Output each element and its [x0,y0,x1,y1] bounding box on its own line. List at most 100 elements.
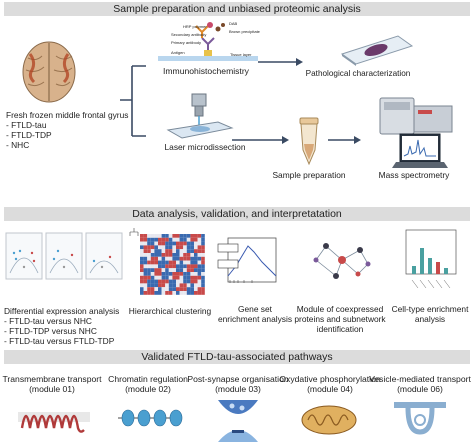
heatmap-cell [147,245,151,250]
heatmap-cell [165,249,169,253]
mass-spectrometer-icon [379,97,453,168]
heatmap-cell [150,279,155,284]
sample-tube-icon [299,117,319,166]
heatmap-cell [140,253,144,257]
chromatin-icon [118,409,183,427]
heatmap-cell [140,268,144,272]
heatmap-cell [194,241,198,246]
heatmap-cell [143,234,148,238]
heatmap-cell [201,275,205,280]
heatmap-cell [161,256,166,261]
pathway-5-name: Vesicle-mediated transport [369,374,471,384]
heatmap-cell [172,291,176,295]
heatmap-cell [165,241,169,246]
module-line-1: Module of coexpressed [296,304,384,314]
heatmap-cell [172,264,176,269]
heatmap-cell [172,241,176,246]
heatmap-cell [186,234,191,238]
heatmap-cell [194,283,198,288]
heatmap-cell [158,272,162,276]
heatmap-cell [161,260,166,265]
heatmap-cell [158,264,162,269]
heatmap-cell [186,291,191,295]
heatmap-cell [150,291,155,295]
heatmap-cell [194,275,198,280]
heatmap-cell [154,260,158,265]
heatmap-cell [172,237,176,242]
heatmap-cell [168,253,173,257]
heatmap-cell [190,287,194,291]
sample-item-ftld-tau: - FTLD-tau [6,120,47,130]
heatmap-cell [168,241,173,246]
ihc-label-brown: Brown precipitate [229,29,260,34]
heatmap-cell [168,237,173,242]
heatmap-cell [150,287,155,291]
heatmap-cell [168,279,173,284]
heatmap-cell [154,268,158,272]
dea-item-tdp-nhc: - FTLD-TDP versus NHC [4,326,97,336]
heatmap-cell [161,264,166,269]
heatmap-cell [183,241,187,246]
heatmap-cell [161,287,166,291]
heatmap-cell [186,275,191,280]
heatmap-cell [154,245,158,250]
heatmap-cell [186,283,191,288]
heatmap-cell [150,268,155,272]
heatmap-cell [150,237,155,242]
heatmap-cell [183,260,187,265]
heatmap-cell [201,287,205,291]
heatmap-cell [158,249,162,253]
heatmap-cell [190,249,194,253]
heatmap-cell [176,245,180,250]
heatmap-cell [197,234,202,238]
heatmap-cell [179,264,184,269]
heatmap-cell [172,256,176,261]
heatmap-cell [176,287,180,291]
heatmap-cell [158,241,162,246]
heatmap-cell [161,275,166,280]
heatmap-cell [158,256,162,261]
heatmap-cell [172,253,176,257]
module-line-3: identification [316,324,364,334]
heatmap-cell [140,234,144,238]
heatmap-cell [158,287,162,291]
heatmap-cell [172,249,176,253]
heatmap-cell [179,249,184,253]
dea-title: Differential expression analysis [4,306,120,316]
heatmap-cell [186,256,191,261]
heatmap-cell [186,287,191,291]
heatmap-cell [147,279,151,284]
heatmap-cell [165,279,169,284]
pathway-vesicle: Vesicle-mediated transport (module 06) [369,374,471,394]
pathway-1-module: (module 01) [29,384,75,394]
heatmap-cell [143,241,148,246]
heatmap-cell [201,291,205,295]
heatmap-cell [172,260,176,265]
heatmap-cell [172,234,176,238]
heatmap-cell [201,249,205,253]
ihc-label-antigen: Antigen [171,50,185,55]
heatmap-cell [150,264,155,269]
vesicle-icon [394,402,446,435]
heatmap-cell [172,272,176,276]
heatmap-cell [190,256,194,261]
heatmap-cell [197,279,202,284]
heatmap-cell [186,241,191,246]
heatmap-cell [176,241,180,246]
heatmap-cell [143,237,148,242]
heatmap-cell [165,272,169,276]
heatmap-cell [194,253,198,257]
heatmap-cell [201,237,205,242]
heatmap-cell [176,283,180,288]
ihc-label: Immunohistochemistry [163,66,249,76]
heatmap-cell [179,256,184,261]
heatmap-cell [176,268,180,272]
gene-set-enrichment-label: Gene set enrichment analysis [218,304,292,324]
heatmap-cell [147,287,151,291]
heatmap-cell [194,291,198,295]
heatmap-cell [186,264,191,269]
heatmap-cell [179,253,184,257]
dea-item-tau-nhc: - FTLD-tau versus NHC [4,316,92,326]
pathway-oxphos: Oxydative phosphorylation (module 04) [279,374,380,394]
heatmap-cell [147,272,151,276]
